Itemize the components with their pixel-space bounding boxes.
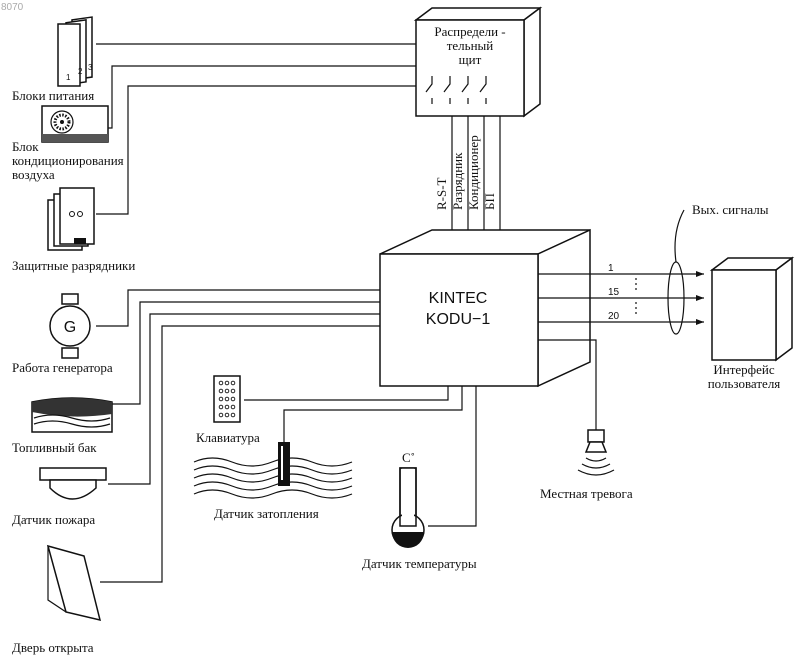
flood-sensor-icon bbox=[194, 442, 352, 498]
hvac-label-line1: Блок bbox=[12, 139, 39, 154]
bus-label-rst: R-S-T bbox=[434, 177, 449, 210]
generator-icon: G bbox=[50, 294, 90, 358]
panel-title-line2: тельный bbox=[447, 38, 494, 53]
panel-wiring bbox=[96, 44, 416, 214]
panel-title-line3: щит bbox=[459, 52, 482, 67]
alarm-label: Местная тревога bbox=[540, 486, 633, 501]
hvac-label-line2: кондиционирования bbox=[12, 153, 124, 168]
hvac-label-line3: воздуха bbox=[12, 167, 55, 182]
alarm-siren-icon bbox=[578, 430, 614, 475]
fuel-tank-label: Топливный бак bbox=[12, 440, 97, 455]
psu-unit-1: 1 bbox=[66, 73, 71, 82]
watermark: 8070 bbox=[1, 2, 24, 13]
generator-label: Работа генератора bbox=[12, 360, 113, 375]
bus-label-psu: БП bbox=[482, 193, 497, 210]
user-interface-line1: Интерфейс bbox=[713, 362, 774, 377]
controller-box: KINTEC KODU−1 bbox=[380, 230, 590, 386]
bus-label-hvac: Кондиционер bbox=[466, 135, 481, 210]
user-interface-line2: пользователя bbox=[708, 376, 781, 391]
temperature-label: Датчик температуры bbox=[362, 556, 477, 571]
channel-1: 1 bbox=[608, 263, 614, 274]
hvac-icon bbox=[42, 106, 108, 142]
channel-20: 20 bbox=[608, 311, 620, 322]
flood-sensor-label: Датчик затопления bbox=[214, 506, 319, 521]
user-interface-box bbox=[712, 258, 792, 360]
bus-label-surge: Разрядник bbox=[450, 152, 465, 210]
fire-sensor-label: Датчик пожара bbox=[12, 512, 95, 527]
controller-model: KODU−1 bbox=[426, 311, 491, 328]
surge-label: Защитные разрядники bbox=[12, 258, 135, 273]
generator-symbol: G bbox=[64, 319, 76, 336]
keypad-label: Клавиатура bbox=[196, 430, 260, 445]
channel-15: 15 bbox=[608, 287, 620, 298]
output-signals-title: Вых. сигналы bbox=[692, 202, 769, 217]
psu-label: Блоки питания bbox=[12, 88, 94, 103]
door-label: Дверь открыта bbox=[12, 640, 94, 655]
panel-title-line1: Распредели - bbox=[434, 24, 505, 39]
psu-unit-2: 2 bbox=[78, 67, 83, 76]
power-supply-icon: 1 2 3 bbox=[58, 17, 93, 86]
controller-name: KINTEC bbox=[429, 290, 488, 307]
thermometer-icon bbox=[392, 468, 424, 548]
surge-protector-icon bbox=[48, 188, 94, 250]
door-icon bbox=[48, 546, 100, 620]
distribution-panel: Распредели - тельный щит bbox=[416, 8, 540, 116]
fire-sensor-icon bbox=[40, 468, 106, 499]
psu-unit-3: 3 bbox=[88, 63, 93, 72]
keypad-icon bbox=[214, 376, 240, 422]
fuel-tank-icon bbox=[32, 398, 112, 432]
temperature-unit: C˚ bbox=[402, 450, 415, 465]
